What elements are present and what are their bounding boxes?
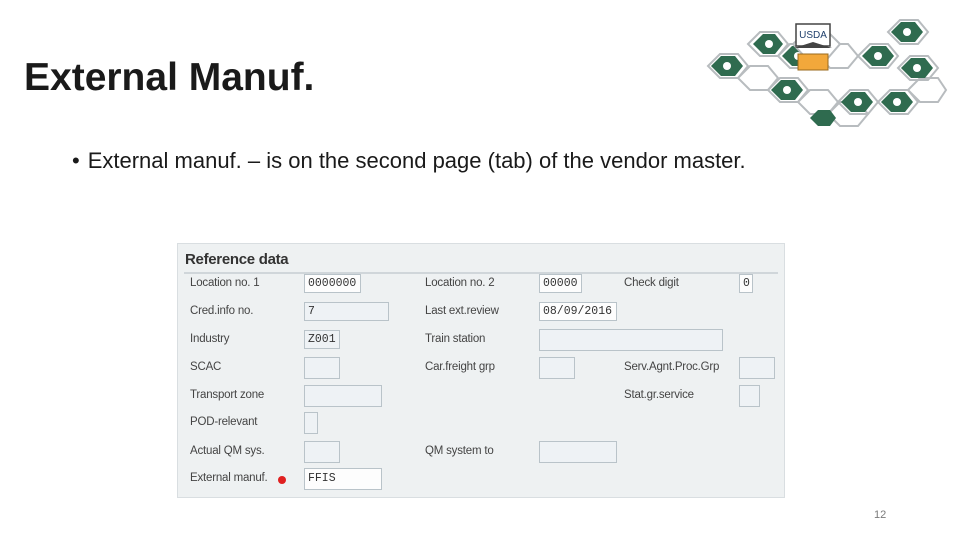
pod-relevant-label: POD-relevant [190,416,258,428]
external-manuf-field[interactable]: FFIS [304,468,382,490]
header-divider [184,272,778,274]
train-station-field[interactable] [539,329,723,351]
reference-data-panel: Reference data Location no. 1 0000000 Lo… [177,243,785,498]
check-digit-field[interactable]: 0 [739,274,753,293]
external-manuf-label: External manuf. [190,472,268,484]
usda-logo-text: USDA [799,30,827,41]
industry-field[interactable]: Z001 [304,330,340,349]
bullet-point: • External manuf. – is on the second page… [72,148,746,174]
transport-zone-field[interactable] [304,385,382,407]
stat-gr-service-field[interactable] [739,385,760,407]
location-no-2-label: Location no. 2 [425,277,495,289]
qm-system-to-label: QM system to [425,445,494,457]
serv-agnt-proc-grp-field[interactable] [739,357,775,379]
train-station-label: Train station [425,333,486,345]
last-ext-review-field[interactable]: 08/09/2016 [539,302,617,321]
actual-qm-sys-field[interactable] [304,441,340,463]
scac-label: SCAC [190,361,222,373]
page-number: 12 [874,509,887,521]
stat-gr-service-label: Stat.gr.service [624,389,694,401]
location-no-1-field[interactable]: 0000000 [304,274,361,293]
qm-system-to-field[interactable] [539,441,617,463]
last-ext-review-label: Last ext.review [425,305,499,317]
location-no-1-label: Location no. 1 [190,277,260,289]
bullet-marker: • [72,148,80,173]
serv-agnt-proc-grp-label: Serv.Agnt.Proc.Grp [624,361,720,373]
required-marker [278,476,286,484]
check-digit-label: Check digit [624,277,679,289]
cred-info-no-field[interactable]: 7 [304,302,389,321]
location-no-2-field[interactable]: 00000 [539,274,582,293]
car-freight-grp-label: Car.freight grp [425,361,495,373]
slide-title: External Manuf. [24,56,315,99]
pod-relevant-checkbox[interactable] [304,412,318,434]
actual-qm-sys-label: Actual QM sys. [190,445,265,457]
cred-info-no-label: Cred.info no. [190,305,254,317]
usda-logo: USDA [706,19,948,127]
scac-field[interactable] [304,357,340,379]
industry-label: Industry [190,333,230,345]
reference-data-header: Reference data [185,251,289,268]
car-freight-grp-field[interactable] [539,357,575,379]
bullet-text: External manuf. – is on the second page … [87,148,746,173]
transport-zone-label: Transport zone [190,389,265,401]
